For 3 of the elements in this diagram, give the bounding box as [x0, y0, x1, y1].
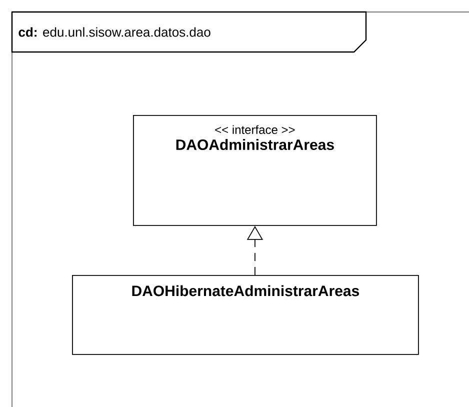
- package-tab: cd: edu.unl.sisow.area.datos.dao: [11, 11, 367, 53]
- class-box: DAOHibernateAdministrarAreas: [72, 275, 419, 355]
- class-box: << interface >> DAOAdministrarAreas: [133, 115, 377, 226]
